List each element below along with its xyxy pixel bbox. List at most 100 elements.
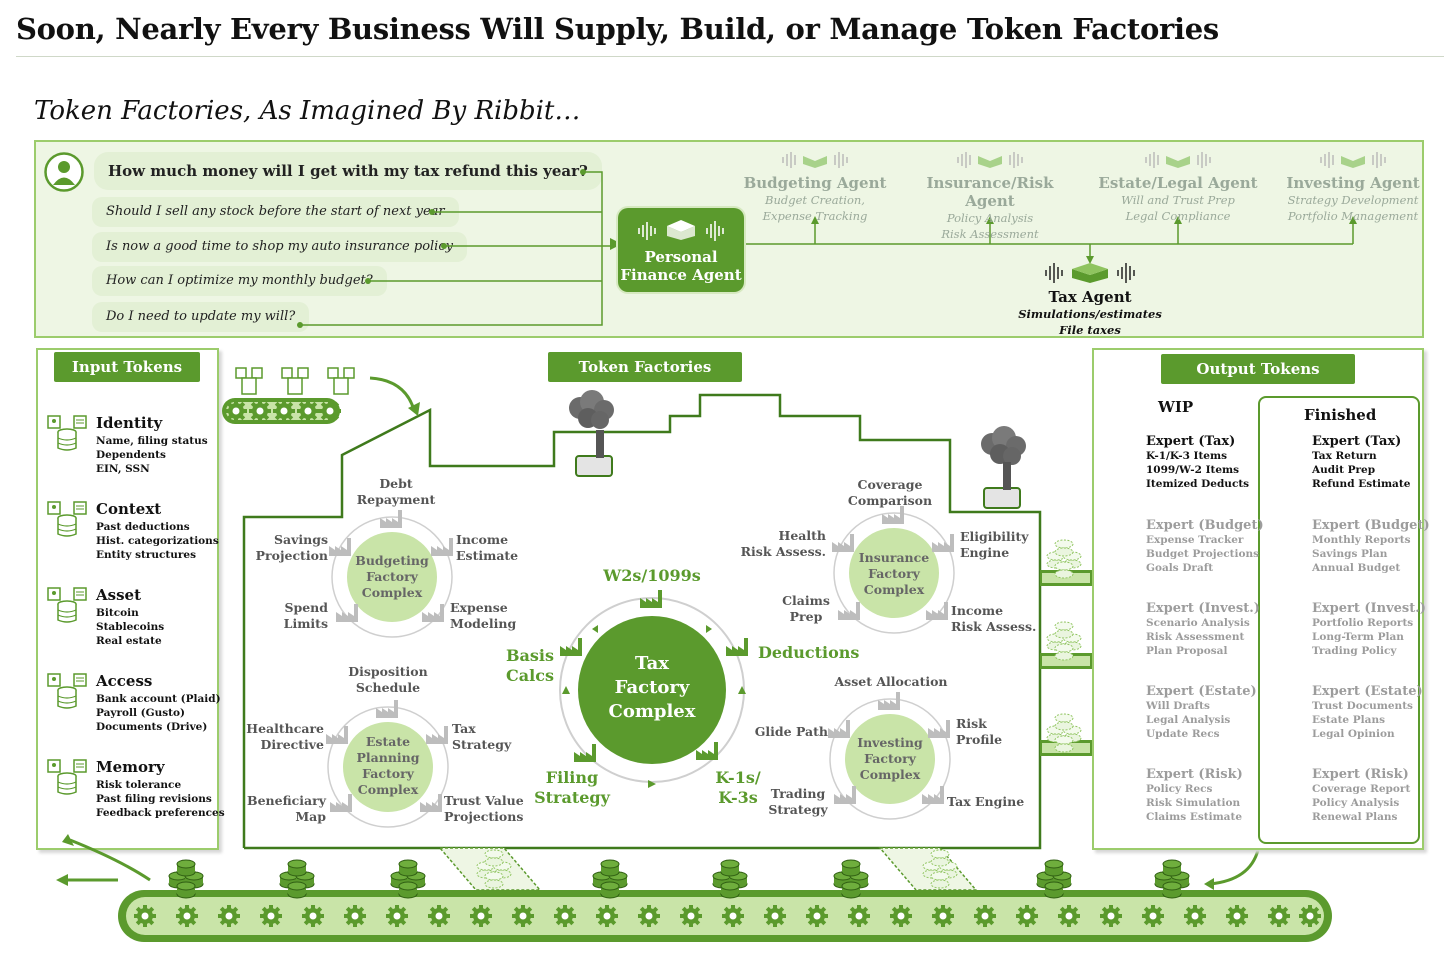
input-memory-item: Risk tolerance bbox=[96, 779, 182, 791]
tax-agent-line1: Simulations/estimates bbox=[1018, 307, 1162, 321]
agent-budgeting-line1: Budget Creation, bbox=[765, 193, 865, 207]
tax-w2s-1099s: W2s/1099s bbox=[603, 566, 701, 585]
input-context-item: Hist. categorizations bbox=[96, 535, 219, 547]
input-asset-title: Asset bbox=[96, 586, 141, 604]
input-asset-item: Real estate bbox=[96, 635, 162, 647]
input-memory-title: Memory bbox=[96, 758, 165, 776]
tax-agent[interactable]: Tax Agent Simulations/estimates File tax… bbox=[1000, 262, 1180, 338]
agent-investing-line1: Strategy Development bbox=[1287, 193, 1419, 207]
tax-agent-line2: File taxes bbox=[1059, 323, 1121, 337]
input-asset-item: Bitcoin bbox=[96, 607, 139, 619]
agent-insurance-name: Insurance/Risk Agent bbox=[926, 174, 1054, 210]
input-access-item: Payroll (Gusto) bbox=[96, 707, 185, 719]
wip-item-tax: Expert (Tax) K-1/K-3 Items 1099/W-2 Item… bbox=[1146, 434, 1250, 490]
agent-budgeting-name: Budgeting Agent bbox=[743, 174, 887, 192]
token-doc-icon bbox=[47, 501, 87, 537]
user-icon bbox=[44, 152, 84, 192]
smoke-icon bbox=[981, 426, 1026, 509]
finished-title: Finished bbox=[1304, 406, 1377, 424]
personal-agent-line1: Personal bbox=[644, 248, 718, 266]
investing-glide-path: Glide Path bbox=[754, 724, 828, 739]
finished-item-estate: Expert (Estate) Trust Documents Estate P… bbox=[1312, 684, 1423, 740]
input-identity-item: EIN, SSN bbox=[96, 463, 150, 475]
input-identity-item: Name, filing status bbox=[96, 435, 208, 447]
tax-agent-name: Tax Agent bbox=[1048, 288, 1132, 306]
input-access-item: Bank account (Plaid) bbox=[96, 693, 221, 705]
wip-title: WIP bbox=[1158, 398, 1194, 416]
personal-finance-agent[interactable]: Personal Finance Agent bbox=[618, 208, 744, 292]
soundwave-icon bbox=[1145, 152, 1211, 168]
wip-item-invest: Expert (Invest.) Scenario Analysis Risk … bbox=[1146, 601, 1260, 657]
input-tokens-title: Input Tokens bbox=[54, 352, 200, 382]
input-context-item: Entity structures bbox=[96, 549, 197, 561]
agent-insurance[interactable]: Insurance/Risk Agent Policy Analysis Ris… bbox=[900, 150, 1080, 242]
input-access-title: Access bbox=[96, 672, 153, 690]
page-subtitle: Token Factories, As Imagined By Ribbit… bbox=[34, 96, 581, 126]
finished-item-budget: Expert (Budget) Monthly Reports Savings … bbox=[1312, 518, 1430, 574]
smoke-icon bbox=[569, 390, 614, 477]
question-4[interactable]: How can I optimize my monthly budget? bbox=[92, 266, 387, 296]
agent-budgeting-line2: Expense Tracking bbox=[762, 209, 868, 223]
investing-tax-engine: Tax Engine bbox=[947, 794, 1025, 809]
tax-deductions: Deductions bbox=[758, 643, 860, 662]
question-connectors bbox=[297, 169, 1357, 328]
agent-investing-name: Investing Agent bbox=[1286, 174, 1420, 192]
investing-asset-allocation: Asset Allocation bbox=[834, 674, 948, 689]
wip-item-estate: Expert (Estate) Will Drafts Legal Analys… bbox=[1146, 684, 1257, 740]
token-factories-title: Token Factories bbox=[548, 352, 742, 382]
agent-investing[interactable]: Investing Agent Strategy Development Por… bbox=[1263, 150, 1443, 224]
input-identity-item: Dependents bbox=[96, 449, 166, 461]
finished-item-invest: Expert (Invest.) Portfolio Reports Long-… bbox=[1312, 601, 1426, 657]
input-access-item: Documents (Drive) bbox=[96, 721, 208, 733]
agent-insurance-line1: Policy Analysis bbox=[946, 211, 1034, 225]
soundwave-icon bbox=[957, 152, 1023, 168]
agent-investing-line2: Portfolio Management bbox=[1287, 209, 1419, 223]
question-2[interactable]: Should I sell any stock before the start… bbox=[92, 197, 459, 227]
token-doc-icon bbox=[47, 587, 87, 623]
input-memory-item: Feedback preferences bbox=[96, 807, 225, 819]
token-doc-icon bbox=[47, 673, 87, 709]
conveyor-icon bbox=[222, 398, 341, 424]
finished-box bbox=[1258, 396, 1420, 844]
question-3[interactable]: Is now a good time to shop my auto insur… bbox=[92, 232, 467, 262]
question-1[interactable]: How much money will I get with my tax re… bbox=[94, 152, 602, 190]
agent-estate-line1: Will and Trust Prep bbox=[1121, 193, 1235, 207]
agent-estate-line2: Legal Compliance bbox=[1125, 209, 1231, 223]
soundwave-icon bbox=[1320, 152, 1386, 168]
title-divider bbox=[16, 56, 1444, 57]
question-5[interactable]: Do I need to update my will? bbox=[92, 302, 310, 332]
agent-estate[interactable]: Estate/Legal Agent Will and Trust Prep L… bbox=[1088, 150, 1268, 224]
input-context-title: Context bbox=[96, 500, 162, 518]
input-asset-item: Stablecoins bbox=[96, 621, 165, 633]
finished-item-risk: Expert (Risk) Coverage Report Policy Ana… bbox=[1312, 767, 1411, 823]
page-title: Soon, Nearly Every Business Will Supply,… bbox=[16, 12, 1219, 46]
output-tokens-title: Output Tokens bbox=[1161, 354, 1355, 384]
soundwave-icon bbox=[1045, 263, 1135, 283]
agent-budgeting[interactable]: Budgeting Agent Budget Creation, Expense… bbox=[725, 150, 905, 224]
finished-item-tax: Expert (Tax) Tax Return Audit Prep Refun… bbox=[1312, 434, 1411, 490]
token-doc-icon bbox=[47, 415, 87, 451]
token-doc-icon bbox=[47, 759, 87, 795]
agent-insurance-line2: Risk Assessment bbox=[941, 227, 1039, 241]
agent-estate-name: Estate/Legal Agent bbox=[1098, 174, 1258, 192]
